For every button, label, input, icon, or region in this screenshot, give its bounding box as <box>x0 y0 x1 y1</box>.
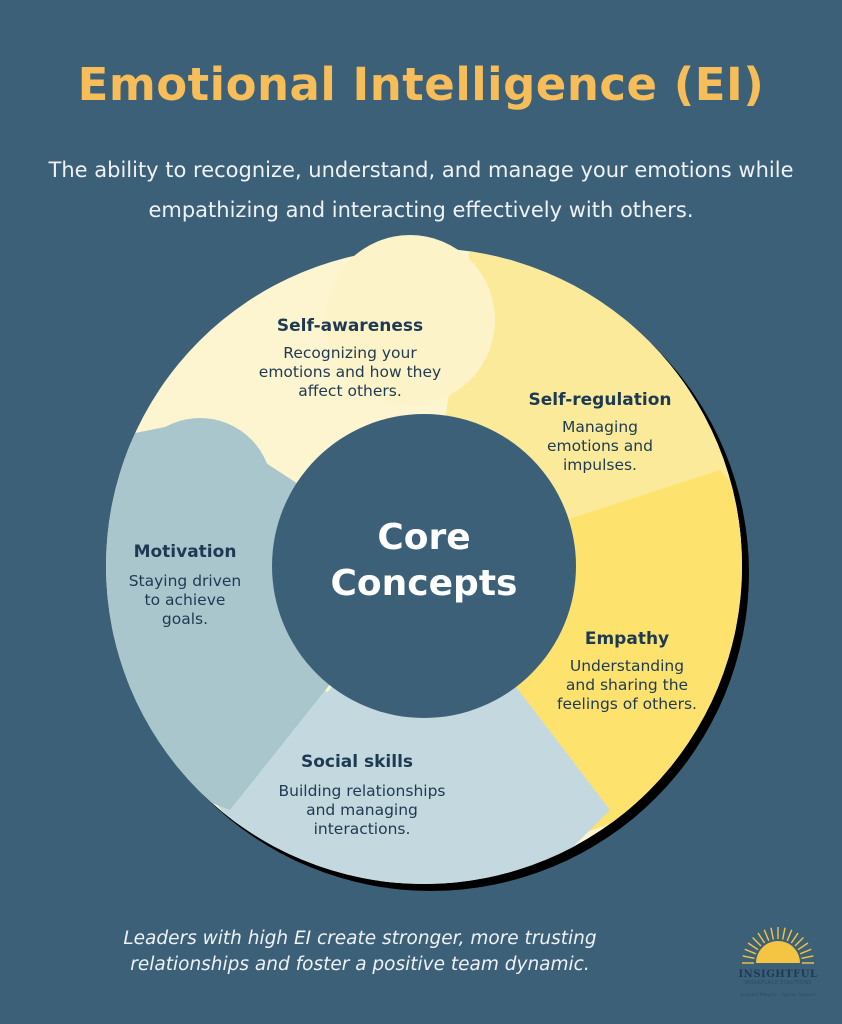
core-line-1: Core <box>377 517 471 558</box>
company-logo: INSIGHTFUL WORKPLACE SOLUTIONS Inspire P… <box>728 925 828 1015</box>
sun-ray <box>747 942 759 951</box>
sun-ray <box>801 955 814 960</box>
segment-desc-line: Staying driven <box>128 572 242 590</box>
sun-ray <box>752 937 762 947</box>
segment-motivation-lobe <box>128 418 272 562</box>
sun-ray <box>794 937 804 947</box>
segment-title-self-awareness: Self-awareness <box>276 316 424 336</box>
segment-title-self-regulation: Self-regulation <box>528 390 672 410</box>
logo-tagline: Inspire People · Ignite Impact <box>740 992 816 998</box>
segment-desc-self-regulation: Managing emotions and impulses. <box>510 418 690 475</box>
segment-desc-motivation: Staying driven to achieve goals. <box>110 572 260 629</box>
segment-title-motivation: Motivation <box>133 542 237 562</box>
sun-ray <box>763 929 770 942</box>
page-title: Emotional Intelligence (EI) <box>77 58 765 111</box>
segment-title-empathy: Empathy <box>584 629 670 649</box>
sun-ray <box>786 929 793 942</box>
page-subtitle: The ability to recognize, understand, an… <box>48 158 794 222</box>
sun-ray <box>757 932 766 944</box>
logo-subtitle: WORKPLACE SOLUTIONS <box>744 980 812 986</box>
segment-desc-line: feelings of others. <box>557 695 697 713</box>
segment-desc-self-awareness: Recognizing your emotions and how they a… <box>210 344 490 401</box>
segment-desc-empathy: Understanding and sharing the feelings o… <box>534 657 720 714</box>
segment-desc-line: emotions and <box>547 437 653 455</box>
segment-desc-social-skills: Building relationships and managing inte… <box>240 782 484 839</box>
segment-desc-line: Understanding <box>569 657 685 675</box>
sun-ray <box>770 927 775 940</box>
segment-desc-line: impulses. <box>563 456 637 474</box>
sun-ray <box>744 948 757 955</box>
segment-desc-line: and managing <box>306 801 418 819</box>
segment-desc-line: goals. <box>161 610 209 628</box>
segment-title-social-skills: Social skills <box>300 752 414 772</box>
segment-desc-line: Building relationships <box>278 782 446 800</box>
sun-ray <box>799 948 812 955</box>
segment-desc-line: Managing <box>561 418 638 436</box>
sun-icon <box>742 927 814 964</box>
segment-desc-line: emotions and how they <box>258 363 442 381</box>
segment-desc-line: interactions. <box>313 820 411 838</box>
segment-desc-line: affect others. <box>298 382 402 400</box>
sun-ray <box>797 942 809 951</box>
logo-brand: INSIGHTFUL <box>738 969 818 980</box>
segment-desc-line: Recognizing your <box>283 344 417 362</box>
core-hub <box>272 414 576 718</box>
segment-desc-line: to achieve <box>144 591 226 609</box>
core-label: Core Concepts <box>324 515 524 607</box>
footer-note: Leaders with high EI create stronger, mo… <box>123 928 597 975</box>
segment-desc-line: and sharing the <box>565 676 689 694</box>
sun-ray <box>742 955 755 960</box>
sun-ray <box>781 927 786 940</box>
core-line-2: Concepts <box>330 563 518 604</box>
sun-ray <box>790 932 799 944</box>
segment-self-awareness-lobe <box>325 235 495 405</box>
